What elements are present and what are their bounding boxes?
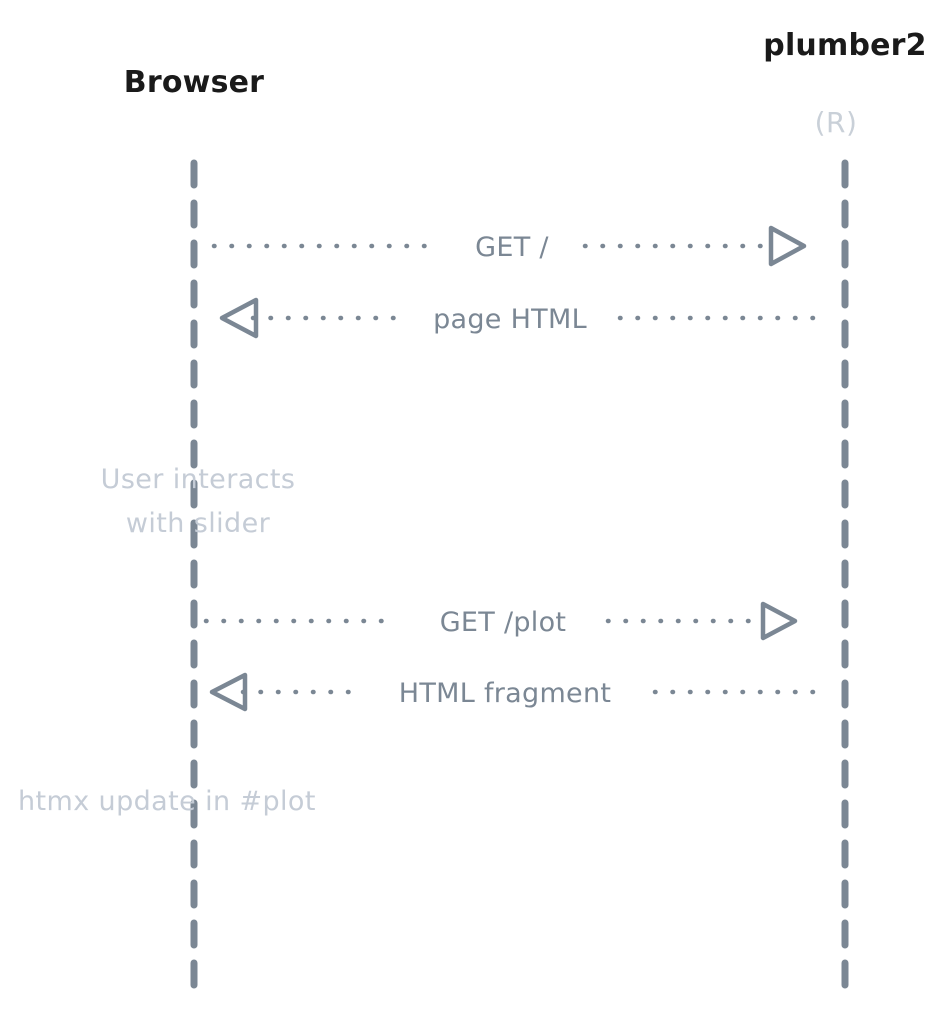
participant-label-plumber2: plumber2 xyxy=(763,28,926,63)
note-user-slider: User interacts with slider xyxy=(101,464,296,539)
message-page-html: page HTML xyxy=(219,297,823,339)
note-user-slider-line-2: with slider xyxy=(126,508,271,539)
message-get-root: GET / xyxy=(211,225,807,267)
note-htmx-update-line-1: htmx update in #plot xyxy=(18,786,316,817)
participant-label-browser: Browser xyxy=(124,65,264,100)
message-html-fragment: HTML fragment xyxy=(209,672,816,712)
message-get-plot: GET /plot xyxy=(203,601,798,641)
participant-sublabel-plumber2: (R) xyxy=(815,106,858,139)
note-htmx-update: htmx update in #plot xyxy=(18,786,316,817)
note-user-slider-line-1: User interacts xyxy=(101,464,296,495)
message-label-page-html: page HTML xyxy=(433,304,587,335)
arrow-head-left-icon xyxy=(209,672,248,712)
arrow-head-left-icon xyxy=(219,297,259,339)
arrow-head-right-icon xyxy=(768,225,807,267)
message-label-get-root: GET / xyxy=(475,232,549,263)
arrow-head-right-icon xyxy=(760,601,798,641)
message-label-get-plot: GET /plot xyxy=(440,607,567,638)
message-label-html-fragment: HTML fragment xyxy=(399,678,612,709)
